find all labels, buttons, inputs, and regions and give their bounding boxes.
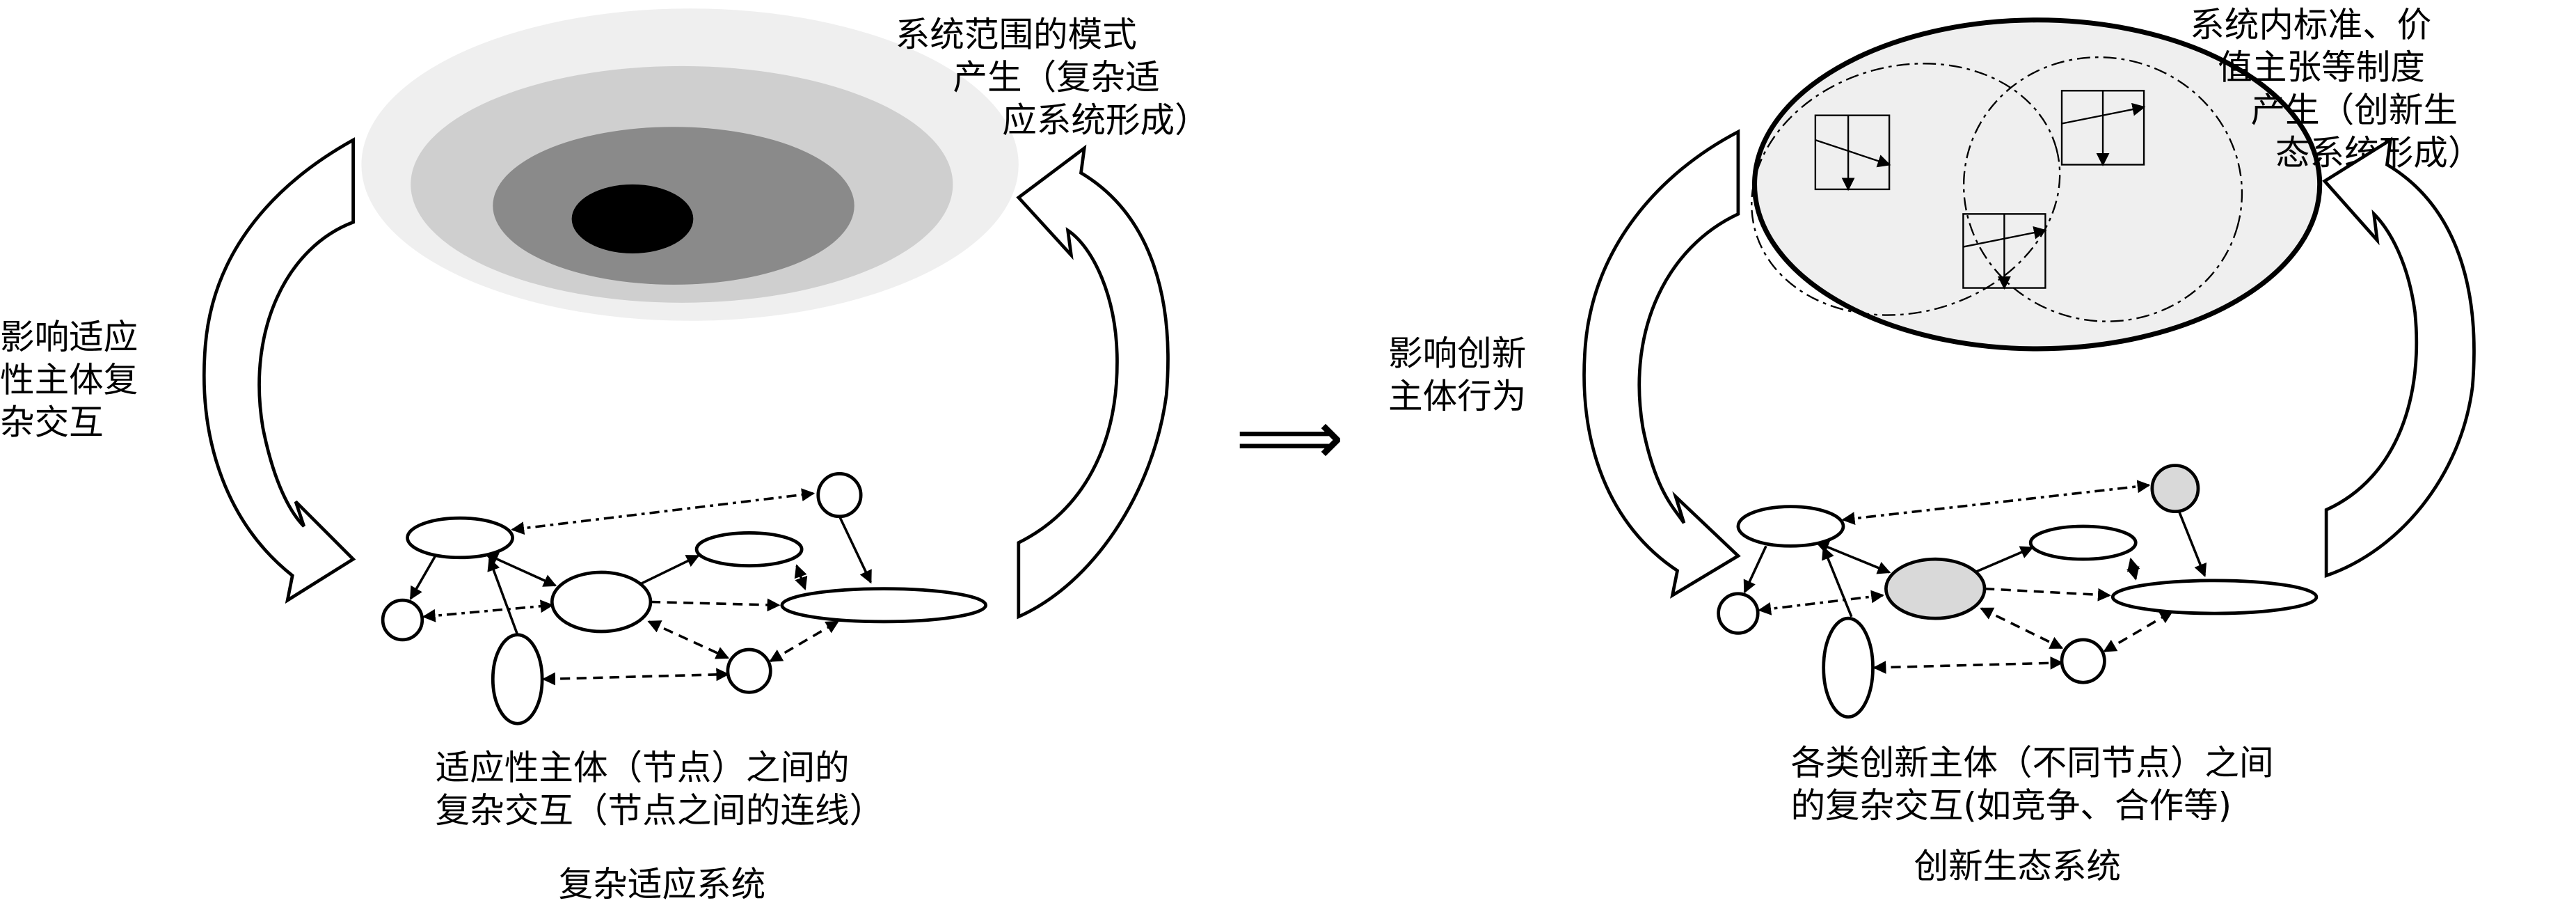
left-title: 复杂适应系统 xyxy=(559,864,765,903)
emergent-pattern-rings xyxy=(361,8,1019,321)
node xyxy=(550,570,653,634)
node xyxy=(2060,638,2106,684)
feedback-arrow-up-right xyxy=(2322,136,2476,579)
right-network xyxy=(1717,464,2319,719)
right-caption: 各类创新主体（不同节点）之间 的复杂交互(如竞争、合作等) xyxy=(1790,742,2284,825)
node xyxy=(816,472,863,519)
node xyxy=(491,633,544,725)
left-network xyxy=(381,472,987,725)
left-top-label: 系统范围的模式 产生（复杂适 应系统形成） xyxy=(896,15,1209,141)
node xyxy=(780,587,987,624)
node xyxy=(726,647,772,694)
right-title: 创新生态系统 xyxy=(1914,846,2121,886)
node-highlighted xyxy=(1884,557,1987,620)
node-highlighted xyxy=(2150,464,2200,514)
node xyxy=(2028,524,2138,561)
left-side-label: 影响适应 性主体复 杂交互 xyxy=(0,317,149,443)
node xyxy=(694,531,804,567)
node xyxy=(406,516,514,560)
node xyxy=(2110,579,2319,615)
node xyxy=(381,598,424,642)
node xyxy=(1736,505,1845,548)
feedback-arrow-down-left xyxy=(202,137,356,604)
node xyxy=(1822,616,1875,719)
ecosystem-institution-ellipse xyxy=(1751,17,2323,352)
feedback-arrow-down-right xyxy=(1582,129,1741,599)
left-caption: 适应性主体（节点）之间的 复杂交互（节点之间的连线） xyxy=(436,748,884,831)
node xyxy=(1717,592,1760,635)
feedback-arrow-up-left xyxy=(1016,144,1170,620)
right-side-label: 影响创新 主体行为 xyxy=(1388,333,1537,416)
implies-arrow: ⟹ xyxy=(1235,393,1344,482)
